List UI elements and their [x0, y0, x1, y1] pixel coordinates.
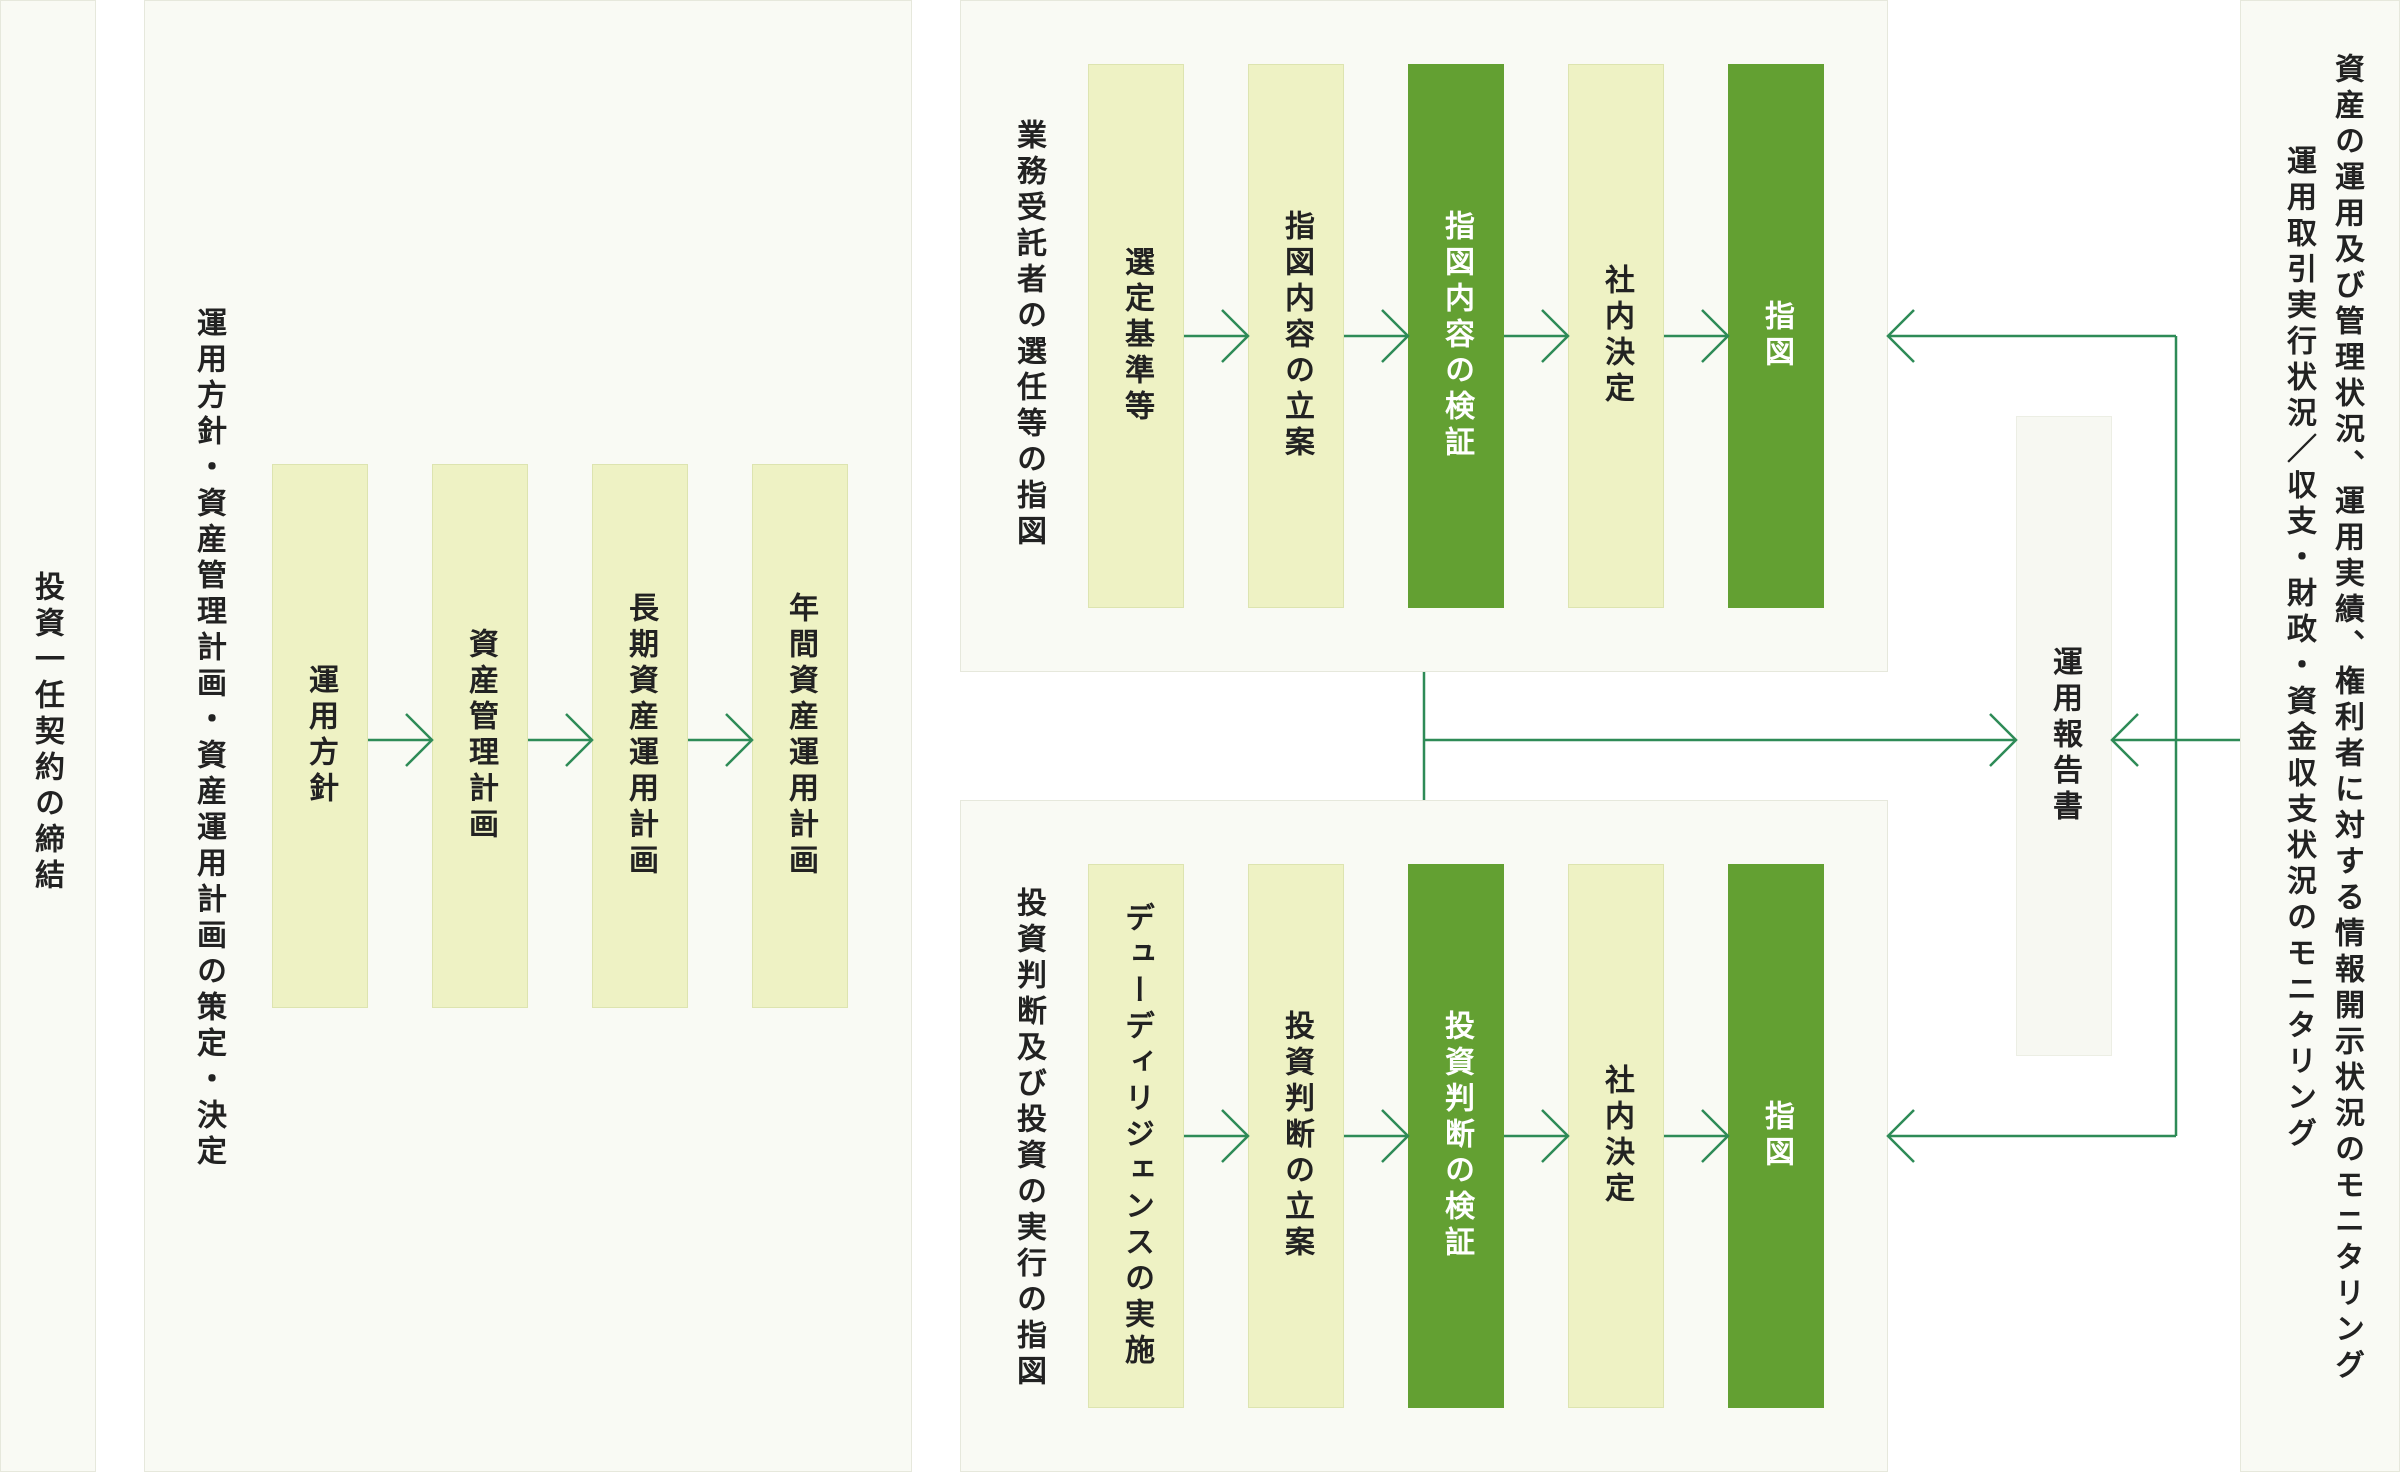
delegate-step-label: 指図内容の検証 — [1439, 210, 1474, 462]
contract-panel: 投資一任契約の締結 — [0, 0, 96, 1472]
policy-label: 運用方針・資産管理計画・資産運用計画の策定・決定 — [191, 307, 226, 1171]
investment-step-label: 投資判断の立案 — [1279, 1010, 1314, 1262]
delegate-arrows — [1184, 309, 1730, 363]
report-box: 運用報告書 — [2016, 416, 2112, 1056]
monitoring-label-primary: 資産の運用及び管理状況、運用実績、権利者に対する情報開示状況のモニタリング — [2329, 53, 2364, 1385]
investment-arrows — [1184, 1109, 1730, 1163]
investment-step-internal-decision: 社内決定 — [1568, 864, 1664, 1408]
delegate-step-instruction: 指図 — [1728, 64, 1824, 608]
policy-step-asset-management-plan: 資産管理計画 — [432, 464, 528, 1008]
delegate-step-label: 指図 — [1759, 300, 1794, 372]
investment-label: 投資判断及び投資の実行の指図 — [1011, 887, 1046, 1391]
feedback-connector — [1886, 309, 2178, 1163]
monitoring-panel: 資産の運用及び管理状況、運用実績、権利者に対する情報開示状況のモニタリング 運用… — [2240, 0, 2400, 1472]
policy-step-annual-plan: 年間資産運用計画 — [752, 464, 848, 1008]
policy-arrows — [368, 713, 754, 767]
policy-step-label: 資産管理計画 — [463, 628, 498, 844]
delegate-step-label: 指図内容の立案 — [1279, 210, 1314, 462]
delegate-step-label: 社内決定 — [1599, 264, 1634, 408]
policy-step-label: 運用方針 — [303, 664, 338, 808]
investment-step-label: 社内決定 — [1599, 1064, 1634, 1208]
policy-step-long-term-plan: 長期資産運用計画 — [592, 464, 688, 1008]
investment-step-label: 指図 — [1759, 1100, 1794, 1172]
report-in-connector — [1422, 672, 2018, 800]
delegate-step-label: 選定基準等 — [1119, 246, 1154, 426]
report-label: 運用報告書 — [2047, 646, 2082, 826]
delegate-step-draft: 指図内容の立案 — [1248, 64, 1344, 608]
investment-step-label: デューディリジェンスの実施 — [1119, 902, 1154, 1370]
monitoring-label-secondary: 運用取引実行状況／収支・財政・資金収支状況のモニタリング — [2281, 145, 2316, 1153]
delegate-step-internal-decision: 社内決定 — [1568, 64, 1664, 608]
policy-step-label: 長期資産運用計画 — [623, 592, 658, 880]
delegate-step-criteria: 選定基準等 — [1088, 64, 1184, 608]
investment-step-label: 投資判断の検証 — [1439, 1010, 1474, 1262]
investment-step-due-diligence: デューディリジェンスの実施 — [1088, 864, 1184, 1408]
investment-step-verification: 投資判断の検証 — [1408, 864, 1504, 1408]
policy-step-label: 年間資産運用計画 — [783, 592, 818, 880]
investment-step-instruction: 指図 — [1728, 864, 1824, 1408]
investment-step-draft: 投資判断の立案 — [1248, 864, 1344, 1408]
delegate-label: 業務受託者の選任等の指図 — [1011, 119, 1046, 551]
contract-label: 投資一任契約の締結 — [29, 571, 64, 895]
policy-step-operating-policy: 運用方針 — [272, 464, 368, 1008]
